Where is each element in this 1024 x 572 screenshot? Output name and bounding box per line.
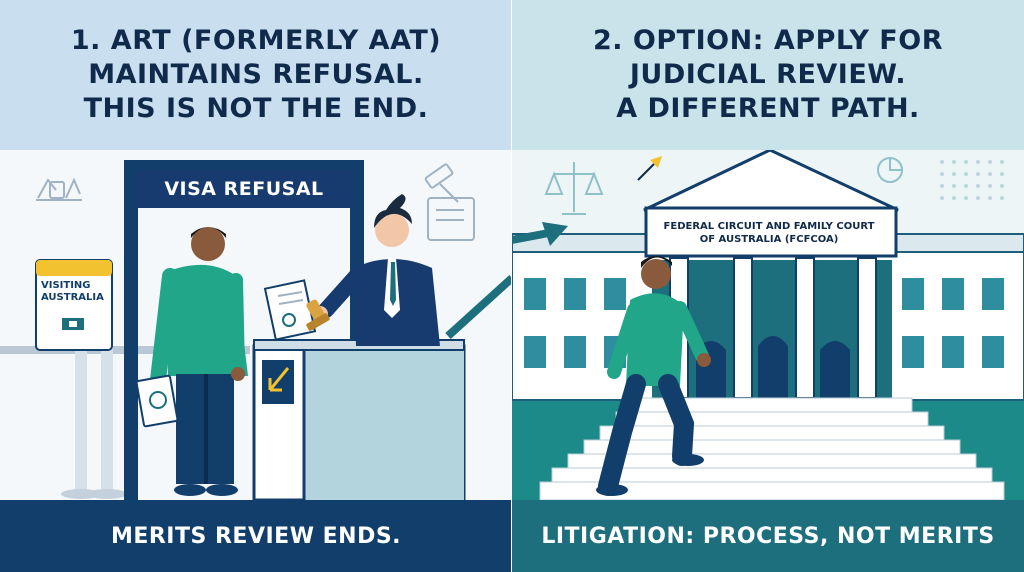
right-header-line1: 2. OPTION: APPLY FOR: [592, 25, 943, 56]
courthouse-illustration: [512, 150, 1024, 500]
courthouse-scene: FEDERAL CIRCUIT AND FAMILY COURT OF AUST…: [512, 150, 1024, 500]
court-sign-line2: OF AUSTRALIA (FCFCOA): [699, 234, 839, 245]
right-header-line3: A DIFFERENT PATH.: [616, 93, 920, 124]
left-panel: 1. ART (FORMERLY AAT) MAINTAINS REFUSAL.…: [0, 0, 512, 572]
pen-icon: [637, 156, 662, 181]
dot-pattern: [940, 160, 1004, 200]
right-footer: LITIGATION: PROCESS, NOT MERITS: [512, 500, 1024, 572]
visa-refusal-sign: VISA REFUSAL: [135, 170, 353, 208]
court-sign-line1: FEDERAL CIRCUIT AND FAMILY COURT: [663, 221, 875, 232]
left-header-line3: THIS IS NOT THE END.: [83, 93, 429, 124]
border-control-scene: VISA REFUSAL VISITING AUSTRALIA: [0, 150, 512, 500]
court-name-sign: FEDERAL CIRCUIT AND FAMILY COURT OF AUST…: [648, 212, 890, 254]
building-windows: [524, 278, 1004, 368]
coat-of-arms-icon: [36, 177, 82, 201]
left-header-line2: MAINTAINS REFUSAL.: [88, 59, 424, 90]
scales-icon: [544, 162, 604, 215]
walking-man-figure: [596, 256, 711, 496]
arrow-icon: [512, 222, 568, 246]
visiting-australia-sign: VISITING AUSTRALIA: [36, 262, 108, 342]
officer-figure: [312, 194, 440, 346]
left-header: 1. ART (FORMERLY AAT) MAINTAINS REFUSAL.…: [0, 0, 512, 150]
left-footer: MERITS REVIEW ENDS.: [0, 500, 512, 572]
passport-icon: [135, 374, 179, 428]
visiting-sign-line1: VISITING: [41, 280, 91, 291]
chart-icon: [877, 157, 903, 183]
rising-arrow-icon: [445, 275, 512, 339]
right-header: 2. OPTION: APPLY FOR JUDICIAL REVIEW. A …: [512, 0, 1024, 150]
traveler-figure: [150, 227, 248, 496]
left-header-line1: 1. ART (FORMERLY AAT): [70, 25, 442, 56]
visiting-sign-line2: AUSTRALIA: [41, 292, 104, 303]
right-panel: 2. OPTION: APPLY FOR JUDICIAL REVIEW. A …: [512, 0, 1024, 572]
stamp-icon: [263, 279, 330, 341]
border-control-illustration: [0, 150, 512, 500]
right-header-line2: JUDICIAL REVIEW.: [629, 59, 907, 90]
gavel-icon: [424, 163, 475, 241]
arched-doors: [696, 336, 850, 398]
